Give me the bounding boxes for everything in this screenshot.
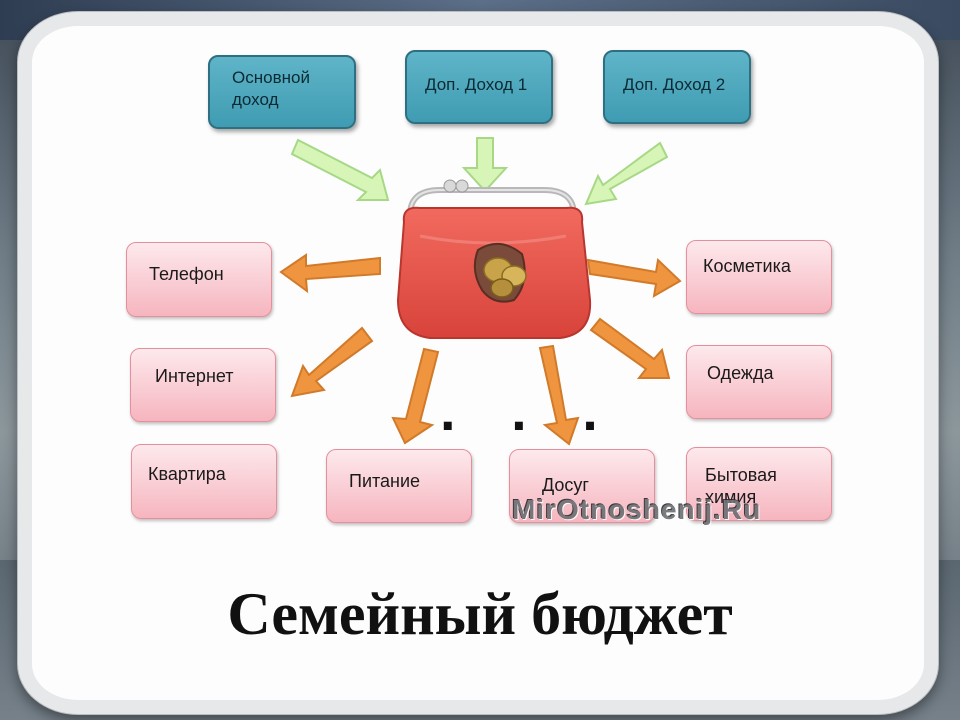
expense-box-kvartira: Квартира <box>131 444 277 519</box>
more-items-ellipsis: . . . <box>440 379 618 442</box>
income-box-extra-1: Доп. Доход 1 <box>405 50 553 124</box>
income-arrow-right <box>584 141 669 206</box>
expense-label-odezhda: Одежда <box>707 363 774 383</box>
income-label-extra-1: Доп. Доход 1 <box>425 75 528 94</box>
expense-box-pitanie: Питание <box>326 449 472 523</box>
expense-label-internet: Интернет <box>155 366 234 386</box>
expense-label-kosmetika: Косметика <box>703 256 791 276</box>
expense-label-dosug: Досуг <box>542 475 589 495</box>
income-arrow-left <box>290 138 390 201</box>
expense-box-dosug: Досуг <box>509 449 655 523</box>
expense-label-bytovaya-khimiya: Бытовая химия <box>705 465 777 507</box>
expense-arrow-dosug <box>538 344 580 446</box>
income-arrow-center <box>461 137 509 193</box>
expense-arrow-kosmetika <box>586 257 682 298</box>
income-label-extra-2: Доп. Доход 2 <box>623 75 726 94</box>
expense-label-kvartira: Квартира <box>148 464 226 484</box>
coins-icon <box>483 257 527 298</box>
expense-label-telefon: Телефон <box>149 264 224 284</box>
expense-box-telefon: Телефон <box>126 242 272 317</box>
expense-arrow-pitanie <box>391 347 440 445</box>
expense-label-pitanie: Питание <box>349 471 421 491</box>
expense-arrow-internet <box>290 326 374 398</box>
expense-box-kosmetika: Косметика <box>686 240 832 314</box>
income-box-main: Основной доход <box>208 55 356 129</box>
expense-box-odezhda: Одежда <box>686 345 832 419</box>
expense-box-bytovaya-khimiya: Бытовая химия <box>686 447 832 521</box>
slide-title: Семейный бюджет <box>227 581 733 647</box>
expense-arrow-telefon <box>279 253 381 294</box>
expense-arrow-odezhda <box>589 317 671 379</box>
income-label-main: Основной доход <box>232 68 310 109</box>
expense-box-internet: Интернет <box>130 348 276 422</box>
income-box-extra-2: Доп. Доход 2 <box>603 50 751 124</box>
watermark-text: MirOtnoshenij.Ru <box>512 494 762 525</box>
